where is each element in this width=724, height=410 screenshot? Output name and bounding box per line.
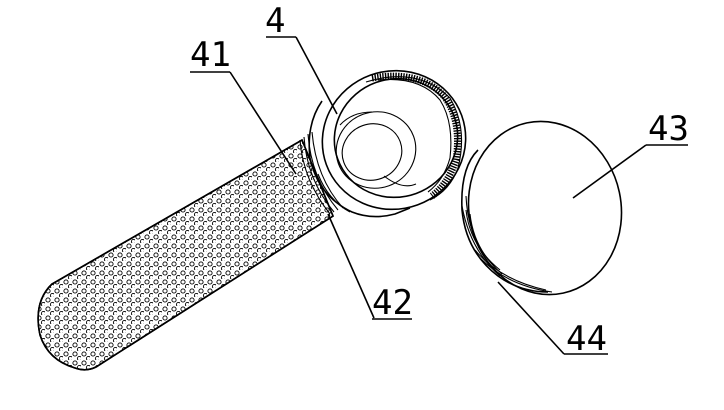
cap-thread [465, 209, 553, 293]
label-42-text: 42 [372, 283, 413, 323]
collar-housing [308, 69, 467, 218]
label-4: 4 [265, 1, 338, 115]
cap [461, 120, 623, 296]
label-4-text: 4 [265, 1, 285, 41]
label-43-text: 43 [648, 109, 689, 149]
label-41-text: 41 [190, 35, 231, 75]
label-44-text: 44 [566, 319, 607, 359]
label-42: 42 [327, 213, 413, 323]
label-44: 44 [497, 281, 608, 359]
label-43: 43 [572, 109, 689, 199]
label-41: 41 [190, 35, 297, 175]
perforated-tube [37, 138, 334, 371]
